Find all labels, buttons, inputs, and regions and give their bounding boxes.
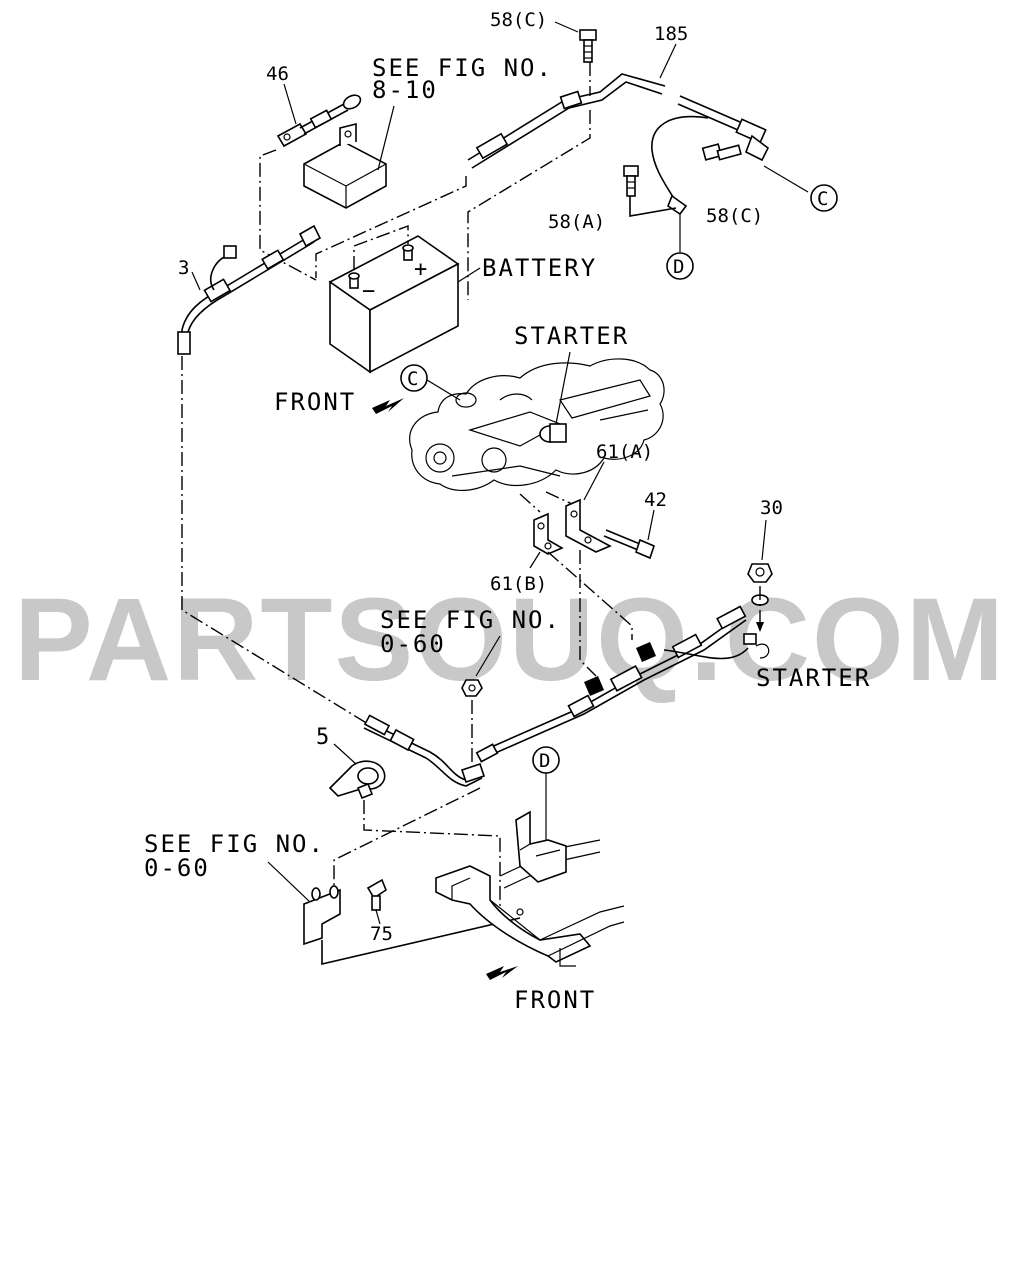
svg-text:C: C: [407, 368, 418, 390]
starter-cable: [479, 594, 769, 759]
cable-46: [276, 94, 362, 148]
svg-text:D: D: [539, 750, 550, 772]
callout-61a: 61(A): [596, 441, 653, 463]
svg-text:C: C: [817, 188, 828, 210]
battery: [328, 235, 460, 374]
callout-3: 3: [178, 257, 189, 279]
callout-61b: 61(B): [490, 573, 547, 595]
marker-c-engine: [400, 364, 428, 392]
bolt-58c-top: [579, 29, 597, 63]
callout-185: 185: [654, 23, 688, 45]
relay-bracket: [303, 122, 387, 209]
cable-3: [177, 224, 322, 355]
bracket-61a: [565, 498, 612, 553]
callout-75: 75: [370, 923, 393, 945]
callout-42: 42: [644, 489, 667, 511]
starter-label-right: STARTER: [756, 664, 871, 692]
bolt-42: [603, 529, 655, 560]
bracket-61b: [533, 512, 564, 555]
front-label-bottom: FRONT: [514, 986, 596, 1014]
bolt-75: [366, 878, 387, 911]
see-fig-8-10-line1: SEE FIG NO.: [372, 54, 553, 82]
watermark: PARTSOUQ.COM: [14, 574, 1006, 706]
svg-text:D: D: [673, 256, 684, 278]
front-arrow-bottom: [486, 966, 518, 980]
engine: [409, 358, 665, 491]
battery-minus: −: [362, 279, 375, 304]
nut-0-60: [461, 679, 483, 697]
see-fig-0-60-a-line2: 0-60: [380, 630, 446, 658]
see-fig-0-60-a-line1: SEE FIG NO.: [380, 606, 561, 634]
callout-5: 5: [316, 725, 329, 750]
see-fig-0-60-b-line2: 0-60: [144, 854, 210, 882]
marker-d-right: [666, 252, 694, 280]
nut-30: [747, 563, 773, 583]
battery-label: BATTERY: [482, 254, 597, 282]
see-fig-0-60-b-line1: SEE FIG NO.: [144, 830, 325, 858]
front-label-top: FRONT: [274, 388, 356, 416]
front-arrow-top: [372, 398, 404, 414]
battery-plus: +: [414, 257, 427, 282]
callout-30: 30: [760, 497, 783, 519]
callout-58c-right: 58(C): [706, 205, 763, 227]
callout-58a: 58(A): [548, 211, 605, 233]
bolt-58c-right: [701, 143, 742, 161]
starter-label-top: STARTER: [514, 322, 629, 350]
marker-c-right: [810, 184, 838, 212]
frame-bracket-left: [303, 885, 341, 946]
bolt-58a: [623, 165, 639, 197]
see-fig-8-10-line2: 8-10: [372, 76, 438, 104]
cable-185: [467, 73, 770, 169]
callout-46: 46: [266, 63, 289, 85]
ground-cable-lower: [363, 714, 499, 787]
callout-58c-top: 58(C): [490, 9, 547, 31]
vehicle-frame: [435, 810, 625, 967]
clamp-5: [328, 760, 386, 800]
